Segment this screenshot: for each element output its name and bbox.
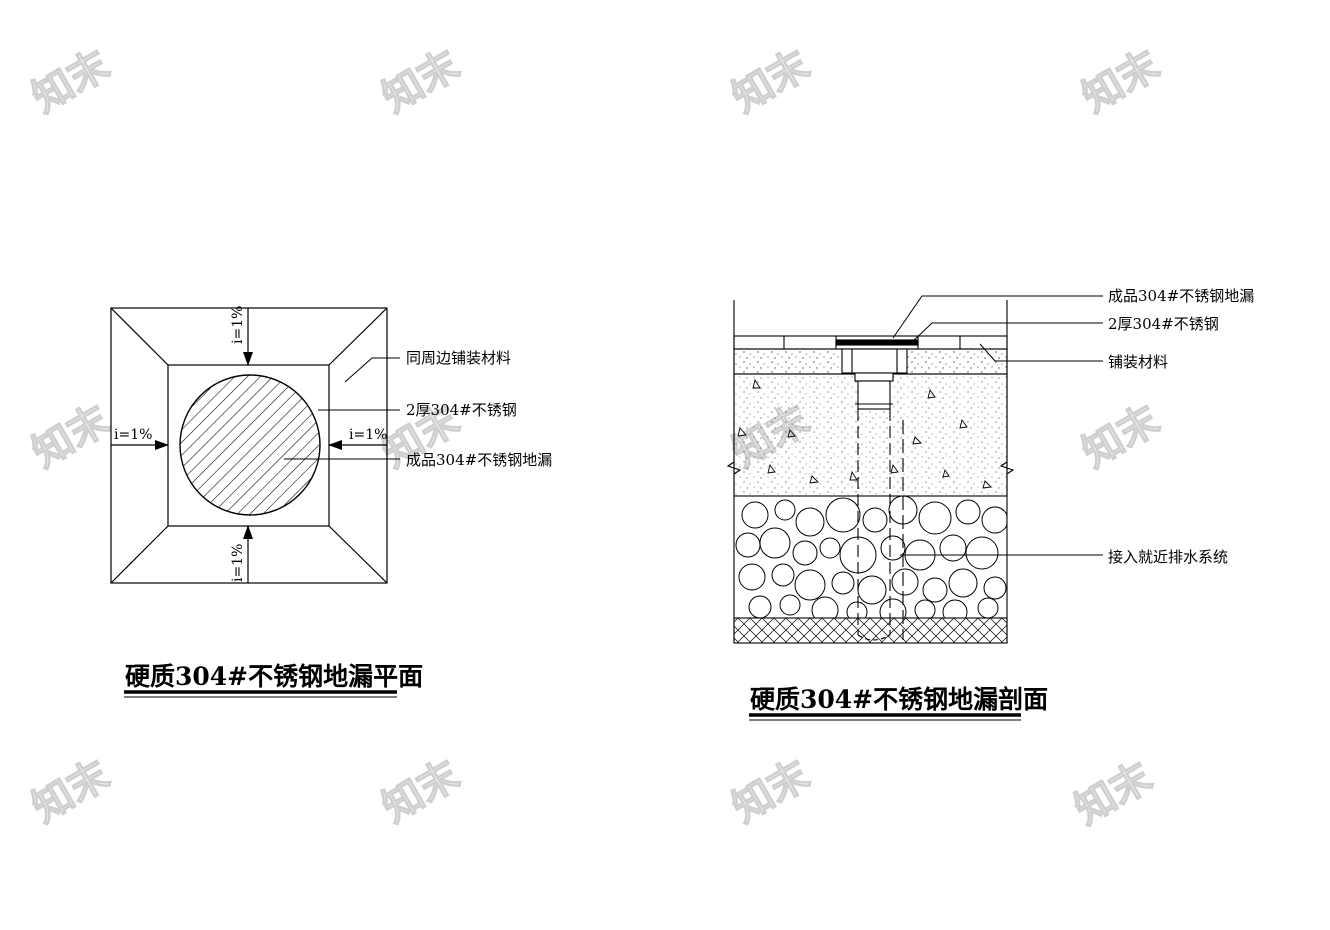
- section-title-block: 硬质304#不锈钢地漏剖面: [749, 685, 1048, 721]
- drain-grate-circle: [179, 374, 321, 516]
- plan-slope-labels: i=1% i=1% i=1% i=1%: [114, 306, 387, 582]
- plan-miter-line: [328, 307, 388, 366]
- plan-title-block: 硬质304#不锈钢地漏平面: [124, 662, 423, 698]
- section-callouts: 成品304#不锈钢地漏 2厚304#不锈钢 铺装材料 接入就近排水系统: [1108, 287, 1254, 566]
- gravel-layer: [735, 496, 1007, 618]
- section-label-outlet: 接入就近排水系统: [1108, 548, 1228, 566]
- watermark: 知末: [375, 42, 467, 122]
- plan-title: 硬质304#不锈钢地漏平面: [125, 662, 423, 691]
- watermark: 知末: [25, 397, 117, 477]
- steel-plate: [835, 339, 919, 346]
- slope-label-bottom: i=1%: [230, 544, 246, 582]
- plan-callouts: 同周边铺装材料 2厚304#不锈钢 成品304#不锈钢地漏: [406, 349, 552, 469]
- arrowhead-icon: [243, 352, 253, 366]
- section-view: [726, 295, 1103, 644]
- section-label-paving: 铺装材料: [1108, 353, 1168, 371]
- watermark: 知末: [725, 752, 817, 832]
- slope-label-right: i=1%: [349, 427, 387, 443]
- leader-paving: [344, 357, 400, 383]
- plan-miter-line: [110, 307, 169, 366]
- arrowhead-icon: [155, 440, 169, 450]
- watermark: 知末: [1075, 397, 1167, 477]
- slope-label-left: i=1%: [114, 427, 152, 443]
- plan-label-drain: 成品304#不锈钢地漏: [406, 451, 552, 469]
- watermark: 知末: [375, 752, 467, 832]
- plan-miter-line: [328, 525, 388, 584]
- section-title: 硬质304#不锈钢地漏剖面: [750, 685, 1048, 714]
- drain-pipe-neck: [857, 380, 891, 410]
- arrowhead-icon: [328, 440, 342, 450]
- plan-view: [110, 307, 400, 584]
- compacted-soil-layer: [733, 617, 1008, 644]
- watermark: 知末: [25, 42, 117, 122]
- watermark: 知末: [725, 42, 817, 122]
- leader-section-steel: [909, 322, 1103, 345]
- watermark: 知末: [1067, 754, 1159, 834]
- leader-section-drain: [892, 295, 1103, 339]
- plan-label-steel: 2厚304#不锈钢: [406, 401, 517, 419]
- drain-body: [841, 348, 908, 374]
- section-label-drain: 成品304#不锈钢地漏: [1108, 287, 1254, 305]
- watermark: 知末: [1075, 42, 1167, 122]
- section-label-steel: 2厚304#不锈钢: [1108, 315, 1219, 333]
- leader-section-paving: [979, 343, 1103, 362]
- slope-label-top: i=1%: [230, 306, 246, 344]
- plan-miter-line: [110, 525, 169, 584]
- plan-label-paving: 同周边铺装材料: [406, 349, 511, 367]
- watermark: 知末: [25, 752, 117, 832]
- arrowhead-icon: [243, 525, 253, 539]
